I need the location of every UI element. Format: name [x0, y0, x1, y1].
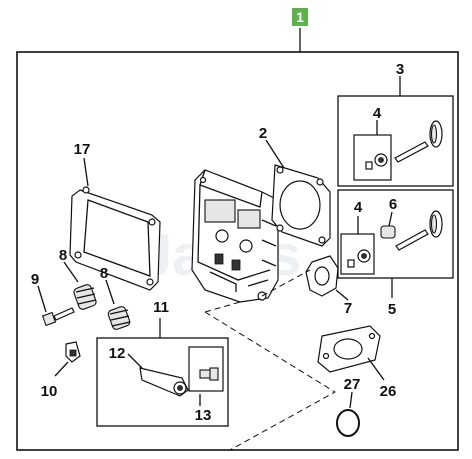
- callout-9[interactable]: 9: [31, 271, 39, 288]
- callout-8-left[interactable]: 8: [59, 247, 67, 264]
- leader-26: [367, 357, 385, 381]
- intake-valve-box: [337, 95, 454, 187]
- callout-12[interactable]: 12: [109, 345, 126, 362]
- valve-spring-8-right[interactable]: [107, 306, 131, 331]
- bolt-9[interactable]: [41, 307, 75, 327]
- leader-27: [349, 391, 353, 409]
- intake-valve[interactable]: [394, 120, 443, 163]
- leader-2: [265, 139, 285, 169]
- rocker-arm-box: [96, 337, 229, 427]
- callout-2[interactable]: 2: [259, 125, 267, 142]
- leader-17: [83, 157, 89, 187]
- valve-cover-gasket-17[interactable]: [69, 186, 161, 291]
- assembly-number: 1: [296, 9, 304, 25]
- dashed-line-2: [204, 311, 336, 451]
- valve-keeper-lower[interactable]: [347, 249, 371, 268]
- leader-8-right: [105, 279, 115, 305]
- rocker-arm-12[interactable]: [139, 367, 189, 397]
- valve-keeper-upper[interactable]: [365, 153, 388, 170]
- leader-9: [37, 285, 47, 313]
- keeper-box-upper: [353, 134, 392, 181]
- callout-7[interactable]: 7: [344, 300, 352, 317]
- callout-4-upper[interactable]: 4: [373, 105, 382, 122]
- callout-5[interactable]: 5: [388, 301, 396, 318]
- dashed-line-3: [261, 269, 311, 297]
- callout-27[interactable]: 27: [344, 376, 361, 393]
- leader-12: [127, 353, 143, 369]
- valve-seal-6[interactable]: [380, 225, 396, 239]
- callout-3[interactable]: 3: [396, 61, 404, 78]
- assembly-badge[interactable]: 1: [292, 8, 308, 26]
- leader-7: [335, 289, 349, 301]
- cylinder-head[interactable]: [191, 169, 279, 303]
- adjuster-nut-13[interactable]: [199, 367, 219, 381]
- callout-26[interactable]: 26: [380, 383, 397, 400]
- assembly-badge-bg: [292, 8, 308, 26]
- outer-frame: [16, 51, 459, 451]
- callout-11[interactable]: 11: [153, 299, 169, 316]
- adjuster-box: [188, 346, 224, 392]
- leader-6: [388, 211, 393, 227]
- head-gasket-2[interactable]: [271, 164, 331, 247]
- dashed-line-1: [204, 301, 241, 313]
- valve-spring-8-left[interactable]: [73, 284, 97, 311]
- callout-4-lower[interactable]: 4: [354, 199, 363, 216]
- o-ring-27[interactable]: [336, 409, 360, 437]
- intake-gasket-26[interactable]: [317, 325, 381, 373]
- gasket-7[interactable]: [305, 255, 339, 297]
- exhaust-valve[interactable]: [395, 210, 443, 251]
- callout-13[interactable]: 13: [195, 407, 212, 424]
- leader-8-left: [63, 261, 79, 283]
- callout-17[interactable]: 17: [74, 141, 91, 158]
- clip-10[interactable]: [65, 341, 81, 363]
- callout-6[interactable]: 6: [389, 196, 397, 213]
- leader-10: [54, 361, 69, 377]
- exhaust-valve-box: [337, 189, 454, 279]
- callout-8-right[interactable]: 8: [100, 265, 108, 282]
- callout-10[interactable]: 10: [41, 383, 58, 400]
